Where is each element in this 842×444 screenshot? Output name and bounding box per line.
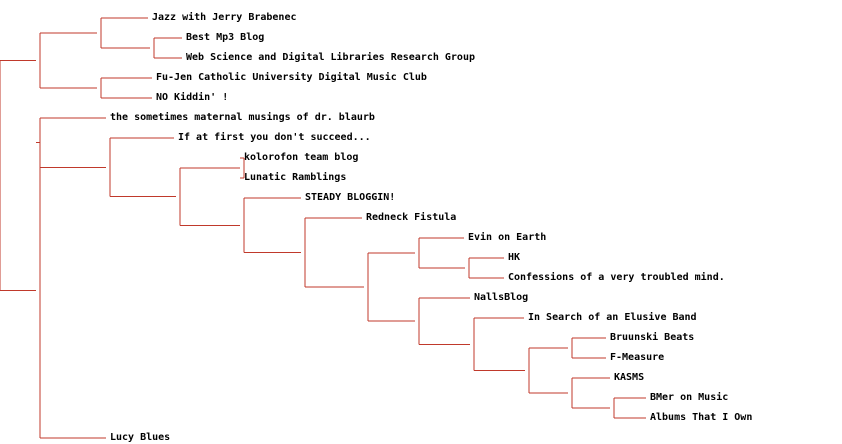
leaf-label: Confessions of a very troubled mind. (508, 272, 725, 283)
leaf-label: BMer on Music (650, 392, 729, 403)
leaf-label: If at first you don't succeed... (178, 132, 371, 143)
leaf-label: Redneck Fistula (366, 212, 457, 223)
leaf-label: Lunatic Ramblings (244, 172, 347, 183)
leaf-label: NO Kiddin' ! (156, 92, 229, 103)
leaf-label: HK (508, 252, 521, 263)
leaf-label: KASMS (614, 372, 645, 383)
leaf-label: Lucy Blues (110, 432, 171, 443)
leaf-label: Web Science and Digital Libraries Resear… (186, 52, 475, 63)
leaf-label: Evin on Earth (468, 232, 547, 243)
leaf-label: F-Measure (610, 352, 665, 363)
leaf-label: In Search of an Elusive Band (528, 312, 697, 323)
leaf-label: Fu-Jen Catholic University Digital Music… (156, 72, 427, 83)
leaf-label: NallsBlog (474, 292, 529, 303)
leaf-label: Jazz with Jerry Brabenec (152, 12, 297, 23)
leaf-label: Best Mp3 Blog (186, 32, 265, 43)
leaf-label: the sometimes maternal musings of dr. bl… (110, 112, 375, 123)
leaf-label: STEADY BLOGGIN! (305, 192, 396, 203)
leaf-label: Albums That I Own (650, 412, 753, 423)
leaf-label: Bruunski Beats (610, 332, 695, 343)
leaf-label: kolorofon team blog (244, 152, 359, 163)
